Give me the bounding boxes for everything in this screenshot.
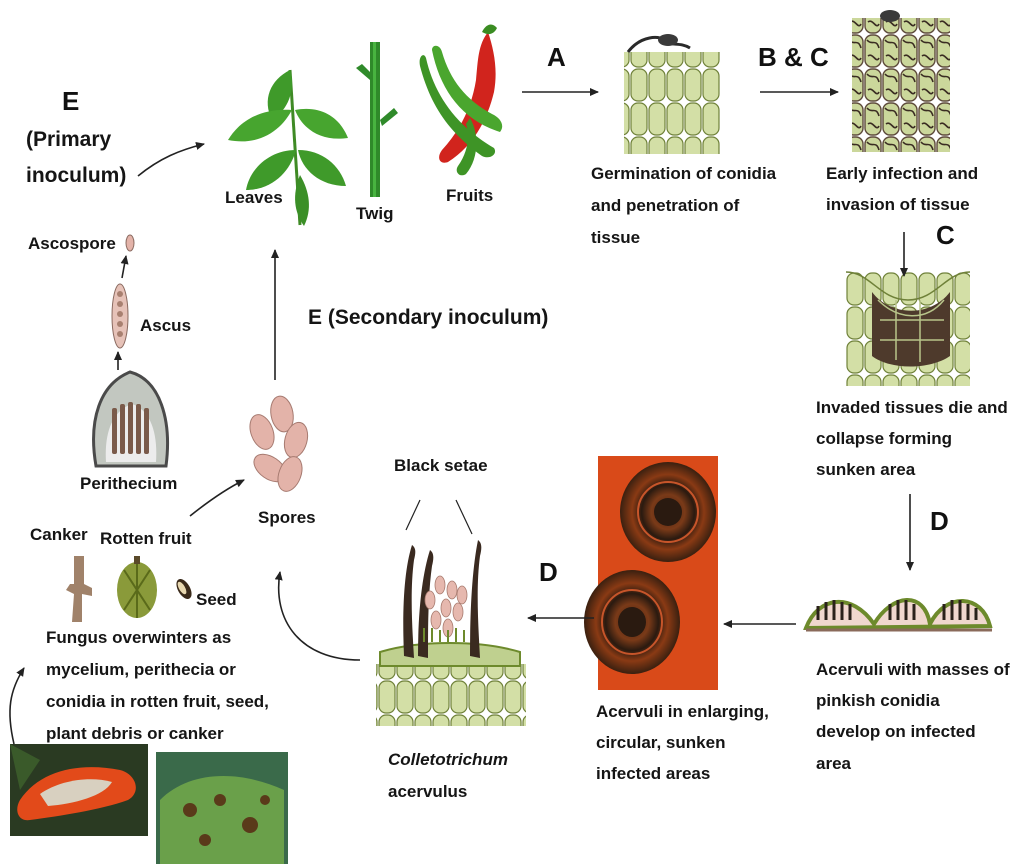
arrow-debris-to-overwinter — [10, 668, 24, 744]
perithecium-label: Perithecium — [80, 472, 177, 496]
arrow-overwinter-to-spores — [190, 480, 244, 516]
arrow-acervulus-to-spores — [279, 572, 360, 660]
acervuli-masses-line1: Acervuli with masses of — [816, 658, 1010, 682]
acervuli-masses-line4: area — [816, 752, 851, 776]
stage-letter-bc: B & C — [758, 42, 829, 73]
invaded-label-line2: collapse forming — [816, 427, 952, 451]
chili-fruits-illustration — [420, 25, 503, 176]
spores-illustration — [246, 394, 312, 494]
early-infection-tissue-illustration — [852, 10, 950, 152]
stage-letter-d-bottom: D — [539, 557, 558, 588]
overwinter-line4: plant debris or canker — [46, 722, 224, 746]
black-setae-label: Black setae — [394, 454, 488, 478]
invaded-label-line3: sunken area — [816, 458, 915, 482]
acervuli-enlarging-line2: circular, sunken — [596, 731, 725, 755]
stage-letter-d-right: D — [930, 506, 949, 537]
acervuli-masses-line2: pinkish conidia — [816, 689, 940, 713]
primary-inoculum-line2: inoculum) — [26, 164, 126, 188]
ascospore-illustration — [126, 235, 134, 251]
secondary-inoculum-label: E (Secondary inoculum) — [308, 306, 548, 330]
overwinter-line3: conidia in rotten fruit, seed, — [46, 690, 269, 714]
stage-letter-c: C — [936, 220, 955, 251]
acervuli-masses-line3: develop on infected — [816, 720, 976, 744]
arrow-primary-to-leaves — [138, 144, 204, 176]
ascospore-label: Ascospore — [28, 232, 116, 256]
canker-illustration — [66, 556, 92, 622]
acervuli-enlarging-line1: Acervuli in enlarging, — [596, 700, 769, 724]
twig-illustration — [356, 42, 398, 197]
primary-letter: E — [62, 86, 79, 117]
ascus-illustration — [112, 284, 128, 348]
early-infection-label-line2: invasion of tissue — [826, 193, 970, 217]
overwinter-line2: mycelium, perithecia or — [46, 658, 236, 682]
setae-pointer-right — [456, 500, 472, 534]
acervuli-lesion-photo — [584, 456, 718, 690]
acervulus-illustration — [376, 540, 526, 726]
spores-label: Spores — [258, 506, 316, 530]
setae-pointer-left — [406, 500, 420, 530]
colletotrichum-genus: Colletotrichum — [388, 748, 508, 772]
acervuli-domes-illustration — [806, 600, 992, 630]
seed-label: Seed — [196, 588, 237, 612]
seed-illustration — [173, 576, 194, 601]
rotten-fruit-label: Rotten fruit — [100, 527, 192, 551]
perithecium-illustration — [94, 372, 168, 466]
sunken-tissue-illustration — [846, 272, 970, 386]
fruits-label: Fruits — [446, 184, 493, 208]
twig-label: Twig — [356, 202, 393, 226]
germination-label-line2: and penetration of — [591, 194, 739, 218]
canker-label: Canker — [30, 523, 88, 547]
rotten-fruit-illustration — [117, 556, 157, 618]
leaves-label: Leaves — [225, 186, 283, 210]
stage-letter-a: A — [547, 42, 566, 73]
primary-inoculum-line1: (Primary — [26, 128, 111, 152]
early-infection-label-line1: Early infection and — [826, 162, 978, 186]
invaded-label-line1: Invaded tissues die and — [816, 396, 1008, 420]
infected-leaves-photo — [156, 752, 288, 864]
infected-chili-photo — [10, 744, 148, 836]
colletotrichum-acervulus-word: acervulus — [388, 780, 467, 804]
germination-label-line1: Germination of conidia — [591, 162, 776, 186]
overwinter-line1: Fungus overwinters as — [46, 626, 231, 650]
arrow-ascus-to-ascospore — [122, 256, 126, 278]
germination-label-line3: tissue — [591, 226, 640, 250]
acervuli-enlarging-line3: infected areas — [596, 762, 710, 786]
ascus-label: Ascus — [140, 314, 191, 338]
germination-tissue-illustration — [624, 34, 720, 154]
